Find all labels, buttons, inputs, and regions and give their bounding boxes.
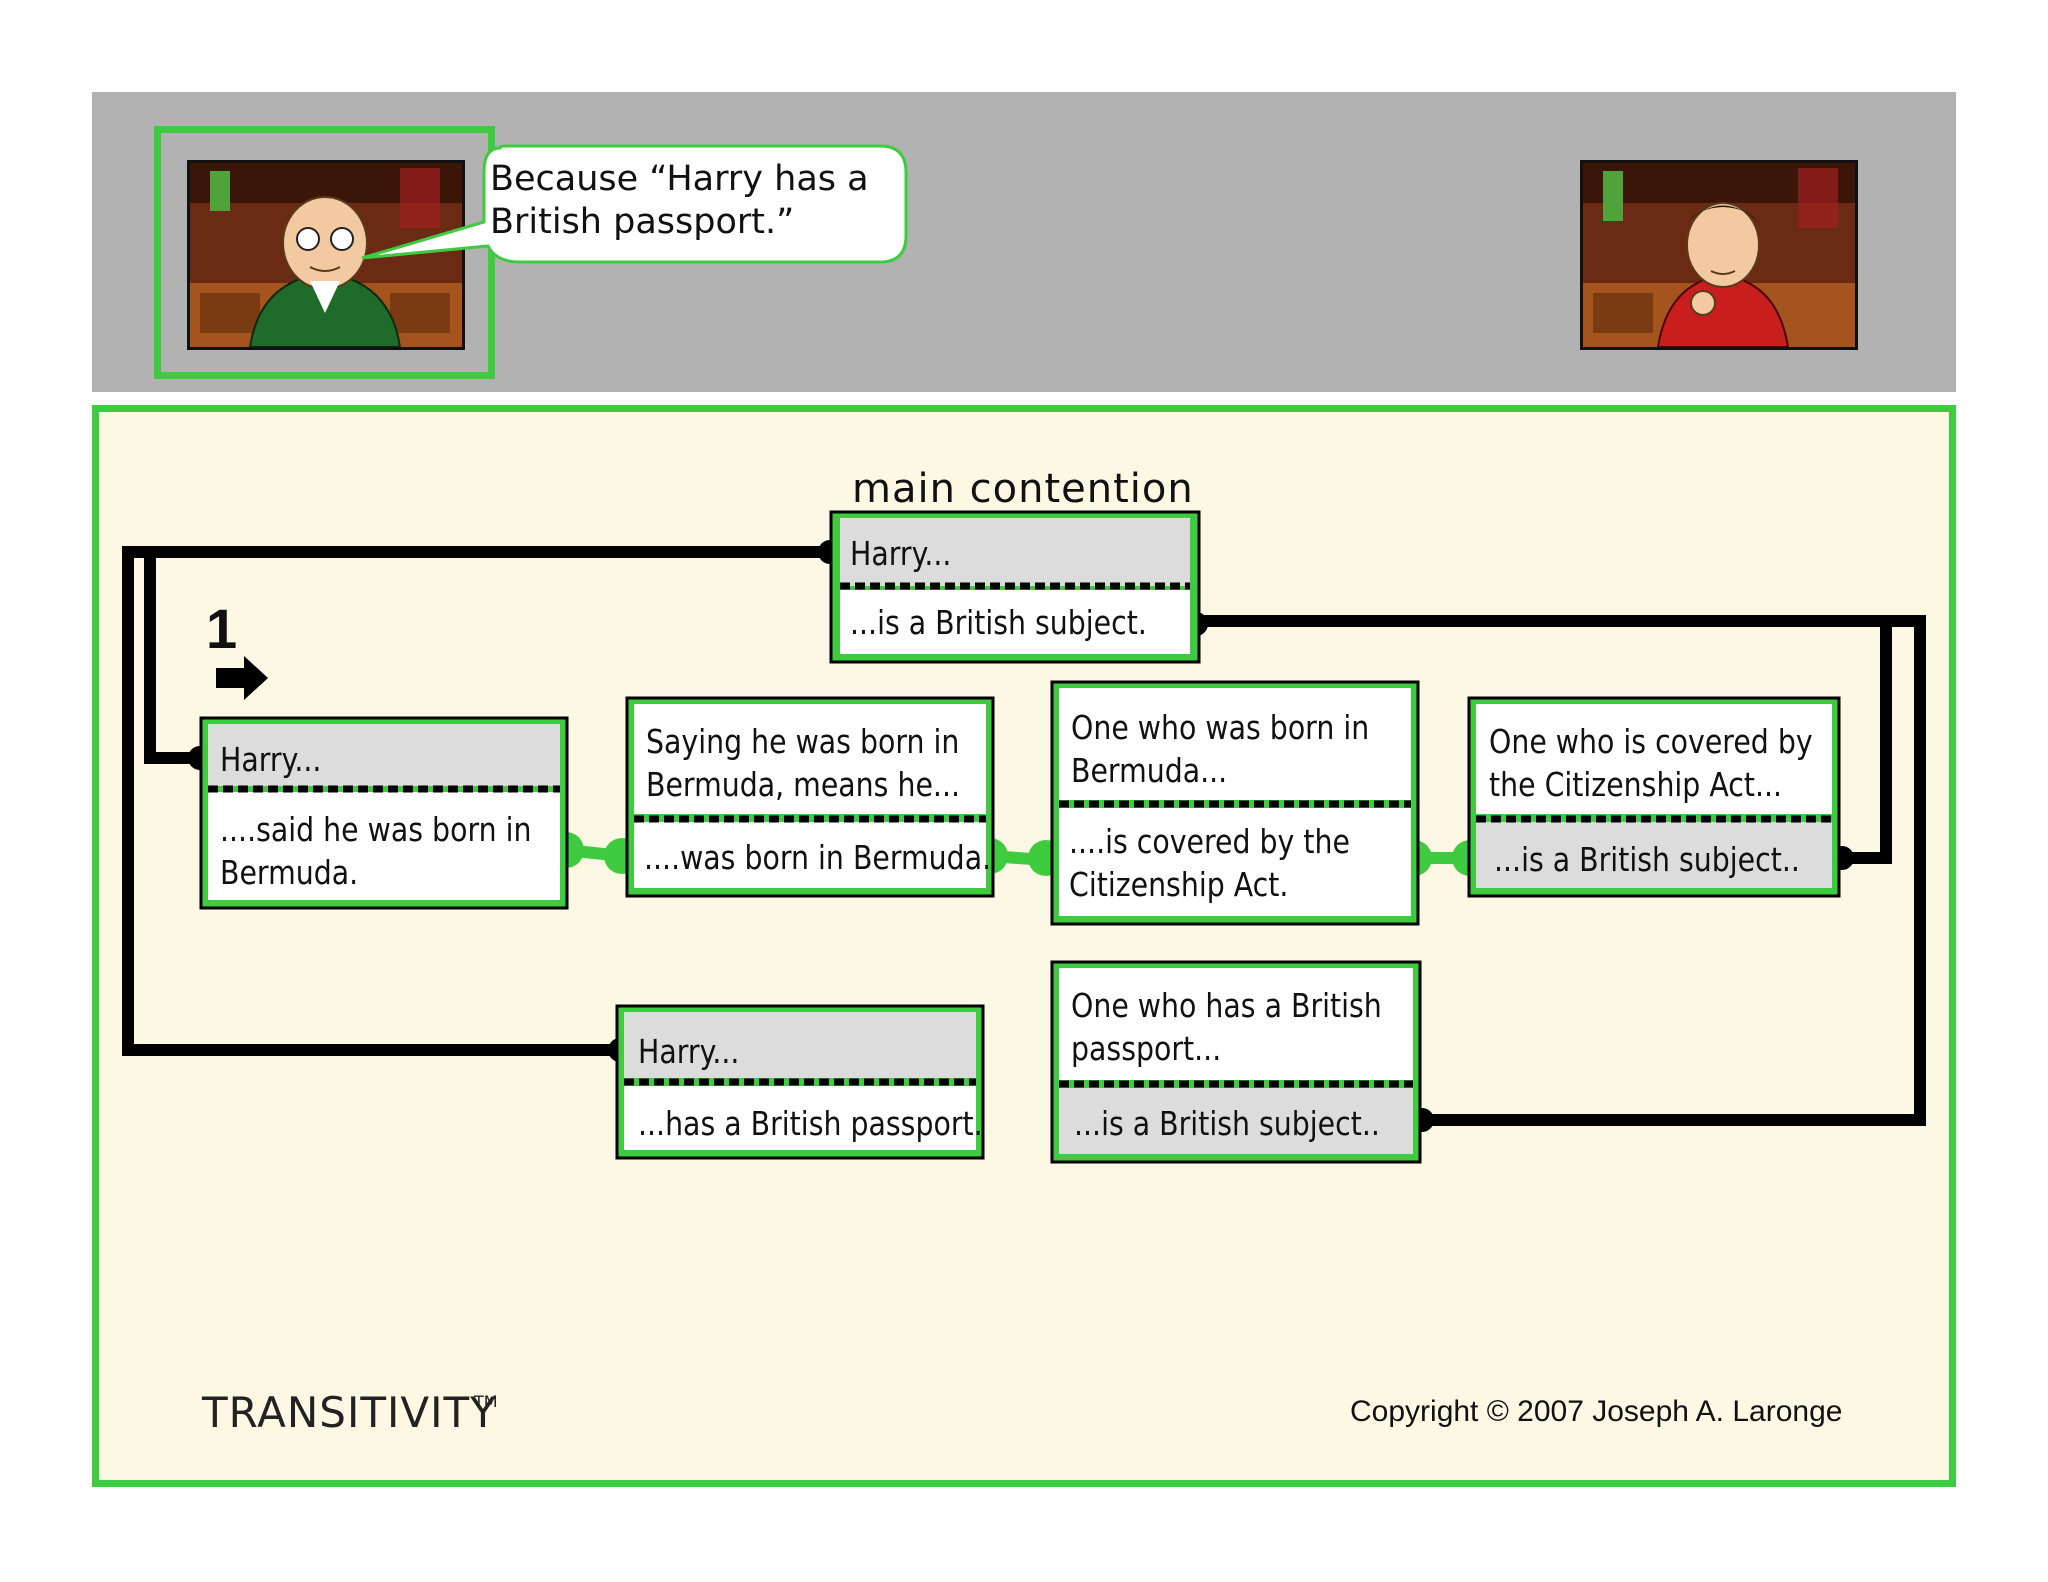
warrant-4-subject[interactable]: One who has a British passport... — [1071, 986, 1382, 1068]
trademark-mark: TM — [474, 1392, 498, 1411]
warrant-2-predicate[interactable]: ....is covered by the Citizenship Act. — [1069, 822, 1350, 904]
brand-logo: TRANSITIVITY — [202, 1388, 497, 1437]
main-contention-predicate[interactable]: ...is a British subject. — [850, 603, 1147, 642]
copyright-notice: Copyright © 2007 Joseph A. Laronge — [1350, 1395, 1843, 1428]
connector-main-to-warrant3 — [1842, 621, 1892, 864]
warrant-1-box — [625, 696, 995, 898]
speaker-right-avatar[interactable] — [1580, 160, 1858, 350]
main-contention-box — [829, 510, 1201, 664]
connector-main-to-reason — [144, 552, 200, 764]
warrant-1-subject[interactable]: Saying he was born in Bermuda, means he.… — [646, 722, 960, 804]
connector-main-to-warrant4 — [1196, 615, 1926, 1126]
speaker-left-avatar[interactable] — [187, 160, 465, 350]
warrant-3-box — [1467, 696, 1841, 898]
reason-2-box — [615, 1004, 985, 1160]
warrant-4-predicate[interactable]: ...is a British subject.. — [1074, 1104, 1380, 1143]
main-contention-title: main contention — [852, 466, 1194, 512]
warrant-4-box — [1050, 960, 1422, 1164]
connector-lines — [122, 546, 1926, 1126]
step-number: 1 — [206, 597, 238, 660]
connector-main-to-reason2 — [122, 546, 830, 1056]
reason-subject[interactable]: Harry... — [220, 740, 322, 779]
main-contention-subject[interactable]: Harry... — [850, 534, 952, 573]
warrant-3-subject[interactable]: One who is covered by the Citizenship Ac… — [1489, 722, 1813, 804]
warrant-2-box — [1050, 680, 1420, 926]
step-arrow-icon — [216, 656, 268, 700]
warrant-1-predicate[interactable]: ....was born in Bermuda. — [644, 838, 992, 877]
reason-2-subject[interactable]: Harry... — [638, 1032, 740, 1071]
reason-2-predicate[interactable]: ...has a British passport. — [638, 1104, 983, 1143]
speech-bubble — [361, 144, 908, 264]
reason-predicate[interactable]: ....said he was born in Bermuda. — [220, 810, 532, 892]
warrant-3-predicate[interactable]: ...is a British subject.. — [1494, 840, 1800, 879]
reason-box — [199, 716, 569, 910]
warrant-2-subject[interactable]: One who was born in Bermuda... — [1071, 708, 1370, 790]
speech-bubble-text: Because “Harry has a British passport.” — [490, 159, 869, 242]
